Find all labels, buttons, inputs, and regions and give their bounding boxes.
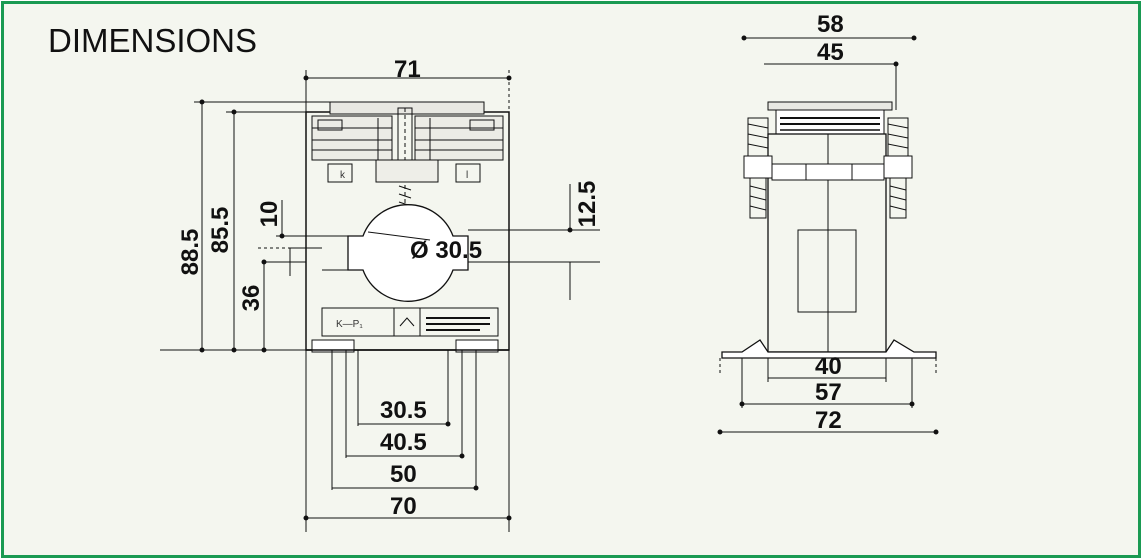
dim-diameter: Ø 30.5 xyxy=(410,237,482,264)
dim-10: 10 xyxy=(256,201,283,228)
terminal-l-label: l xyxy=(466,170,468,181)
dim-71: 71 xyxy=(394,56,421,83)
dim-45: 45 xyxy=(817,39,844,66)
diagram-title: DIMENSIONS xyxy=(48,22,258,59)
dim-bottom-30-5: 30.5 xyxy=(380,397,427,424)
dim-bottom-50: 50 xyxy=(390,461,417,488)
side-view xyxy=(717,35,939,435)
front-view: k l K—P₁ xyxy=(160,70,600,532)
dim-36: 36 xyxy=(238,285,265,312)
dim-base-72: 72 xyxy=(815,407,842,434)
dim-base-57: 57 xyxy=(815,379,842,406)
dim-bottom-40-5: 40.5 xyxy=(380,429,427,456)
dim-bottom-70: 70 xyxy=(390,493,417,520)
dim-base-40: 40 xyxy=(815,353,842,380)
dim-12-5: 12.5 xyxy=(574,181,601,228)
dim-58: 58 xyxy=(817,11,844,38)
dim-88-5: 88.5 xyxy=(177,229,204,276)
kp-label: K—P₁ xyxy=(336,319,363,330)
terminal-k-label: k xyxy=(340,170,346,181)
dim-85-5: 85.5 xyxy=(207,207,234,254)
